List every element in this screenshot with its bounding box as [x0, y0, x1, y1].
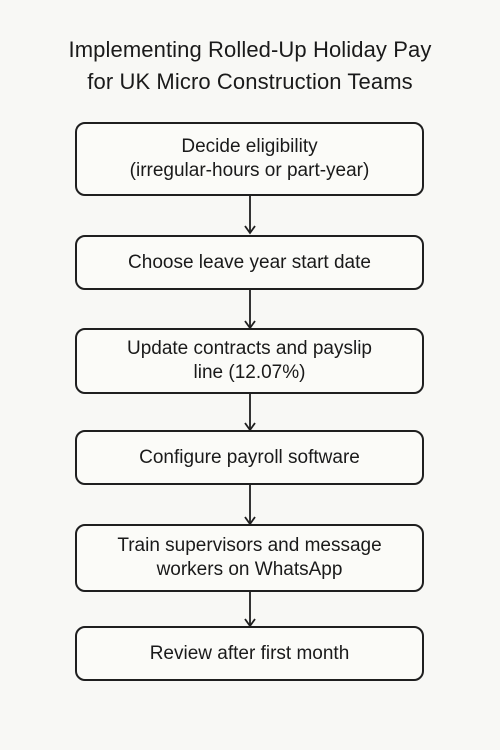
diagram-title: Implementing Rolled-Up Holiday Pay for U…	[0, 34, 500, 98]
step-configure-payroll: Configure payroll software	[75, 430, 424, 485]
step-6-line-1: Review after first month	[149, 642, 350, 664]
step-train-supervisors: Train supervisors and message workers on…	[75, 524, 424, 592]
title-line-2: for UK Micro Construction Teams	[87, 69, 413, 94]
step-5-line-1: Train supervisors and message	[117, 535, 382, 556]
step-3-line-2: line (12.07%)	[193, 362, 306, 383]
arrow-1-2	[242, 196, 258, 236]
step-2-line-1: Choose leave year start date	[128, 251, 371, 273]
step-1-line-1: Decide eligibility	[181, 136, 318, 157]
step-3-line-1: Update contracts and payslip	[126, 338, 373, 359]
step-update-contracts: Update contracts and payslip line (12.07…	[75, 328, 424, 394]
step-choose-leave-year: Choose leave year start date	[75, 235, 424, 290]
arrow-5-6	[242, 592, 258, 628]
step-1-line-2: (irregular-hours or part-year)	[129, 160, 370, 181]
title-line-1: Implementing Rolled-Up Holiday Pay	[68, 37, 432, 62]
step-review-first-month: Review after first month	[75, 626, 424, 681]
arrow-4-5	[242, 485, 258, 525]
arrow-3-4	[242, 394, 258, 432]
step-decide-eligibility: Decide eligibility (irregular-hours or p…	[75, 122, 424, 196]
step-5-line-2: workers on WhatsApp	[156, 559, 343, 580]
step-4-line-1: Configure payroll software	[139, 446, 360, 468]
arrow-2-3	[242, 290, 258, 330]
